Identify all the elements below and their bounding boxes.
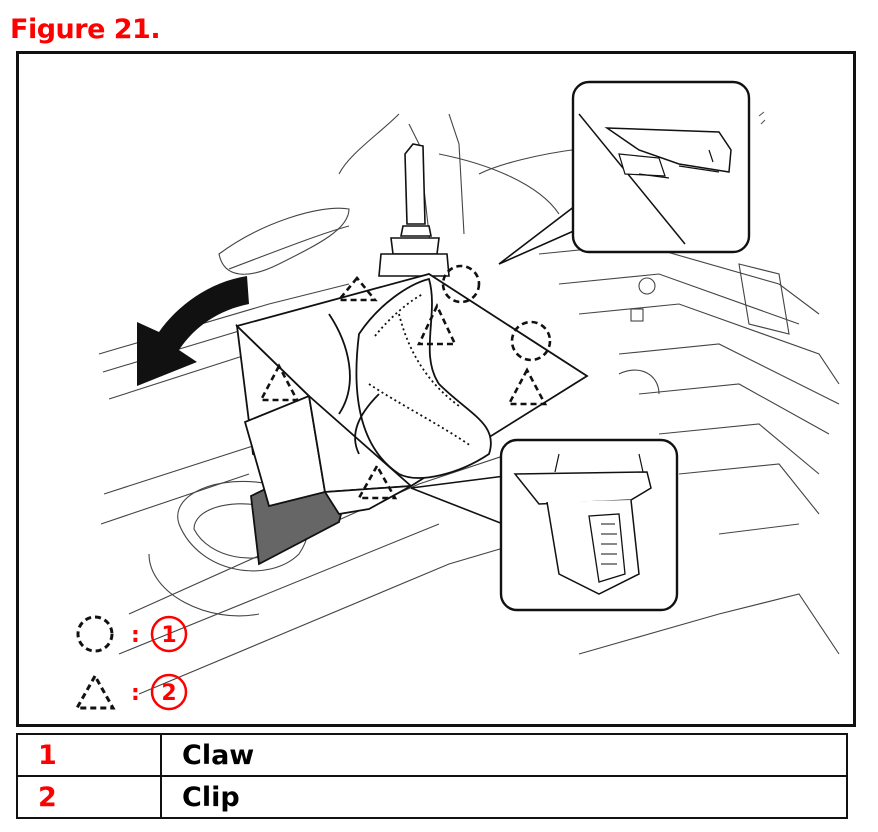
console-diagram: : 1 : 2 [74,80,840,711]
key-number-1: 1 [161,623,176,648]
removal-direction-arrow [137,276,249,386]
claw-markers [441,264,552,362]
dashed-circle-icon [76,615,114,653]
inset-claw-detail [498,80,766,265]
dashed-triangle-icon [74,672,116,710]
clip-markers [258,275,548,500]
figure-title: Figure 21. [10,14,161,45]
clip-marker [416,302,458,346]
clip-marker [258,363,300,402]
clip-marker [336,275,378,302]
number-circle-icon [150,673,188,711]
number-circle-icon [150,615,188,653]
diagram-frame: : 1 : 2 [16,51,856,727]
key-colon: : [131,623,140,648]
symbol-key: : 1 : 2 [74,615,188,711]
shift-boot-panel [235,273,589,566]
key-number-2: 2 [161,681,176,706]
legend-number: 2 [16,775,162,819]
table-row: 2 Clip [16,775,848,819]
key-colon: : [131,681,140,706]
claw-marker [441,264,481,304]
clip-marker [356,463,398,500]
legend-label: Claw [160,733,848,777]
claw-marker [510,320,552,362]
legend-table: 1 Claw 2 Clip [16,733,848,819]
table-row: 1 Claw [16,733,848,777]
legend-label: Clip [160,775,848,819]
legend-number: 1 [16,733,162,777]
inset-clip-detail [410,438,679,612]
clip-marker [506,367,548,406]
shift-lever [378,143,450,277]
